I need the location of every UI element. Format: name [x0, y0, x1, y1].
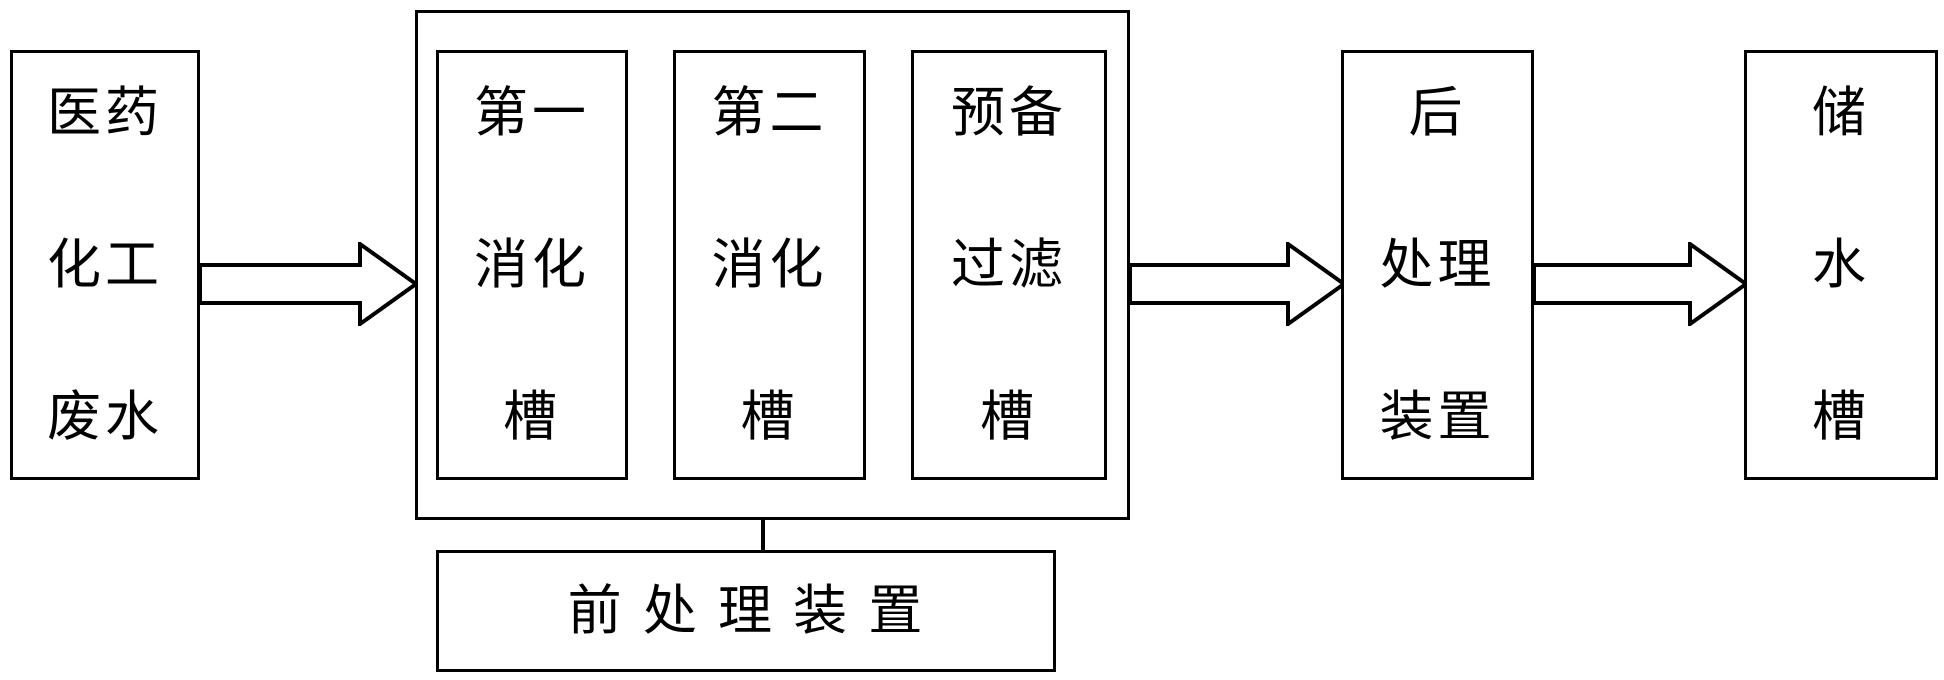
flow-arrow-1	[198, 242, 420, 326]
first-digestion-tank-box: 第一 消化 槽	[436, 50, 628, 480]
tank3-line-2: 过滤	[951, 233, 1067, 296]
pretreatment-label-box: 前 处 理 装 置	[436, 550, 1056, 672]
pretreatment-label: 前 处 理 装 置	[567, 579, 925, 642]
tank3-line-1: 预备	[951, 81, 1067, 144]
water-storage-tank-box: 储 水 槽	[1744, 50, 1938, 480]
post-line-1: 后	[1408, 81, 1467, 144]
tank1-line-3: 槽	[503, 385, 561, 448]
flow-arrow-3	[1532, 242, 1750, 326]
source-line-1: 医药	[47, 81, 163, 144]
post-line-2: 处理	[1379, 233, 1496, 296]
storage-line-2: 水	[1812, 233, 1870, 296]
second-digestion-tank-box: 第二 消化 槽	[673, 50, 866, 480]
post-treatment-device-box: 后 处理 装置	[1341, 50, 1534, 480]
tank3-line-3: 槽	[980, 385, 1038, 448]
tank2-line-2: 消化	[711, 233, 828, 296]
flow-arrow-2	[1128, 242, 1348, 326]
tank1-line-2: 消化	[474, 233, 590, 296]
tank1-line-1: 第一	[474, 81, 590, 144]
tank2-line-1: 第二	[711, 81, 828, 144]
storage-line-3: 槽	[1812, 385, 1870, 448]
storage-line-1: 储	[1812, 81, 1870, 144]
source-line-2: 化工	[47, 233, 163, 296]
tank2-line-3: 槽	[740, 385, 799, 448]
source-wastewater-box: 医药 化工 废水	[10, 50, 200, 480]
group-connector-line	[761, 518, 765, 552]
post-line-3: 装置	[1379, 385, 1496, 448]
source-line-3: 废水	[47, 385, 163, 448]
prefilter-tank-box: 预备 过滤 槽	[911, 50, 1107, 480]
